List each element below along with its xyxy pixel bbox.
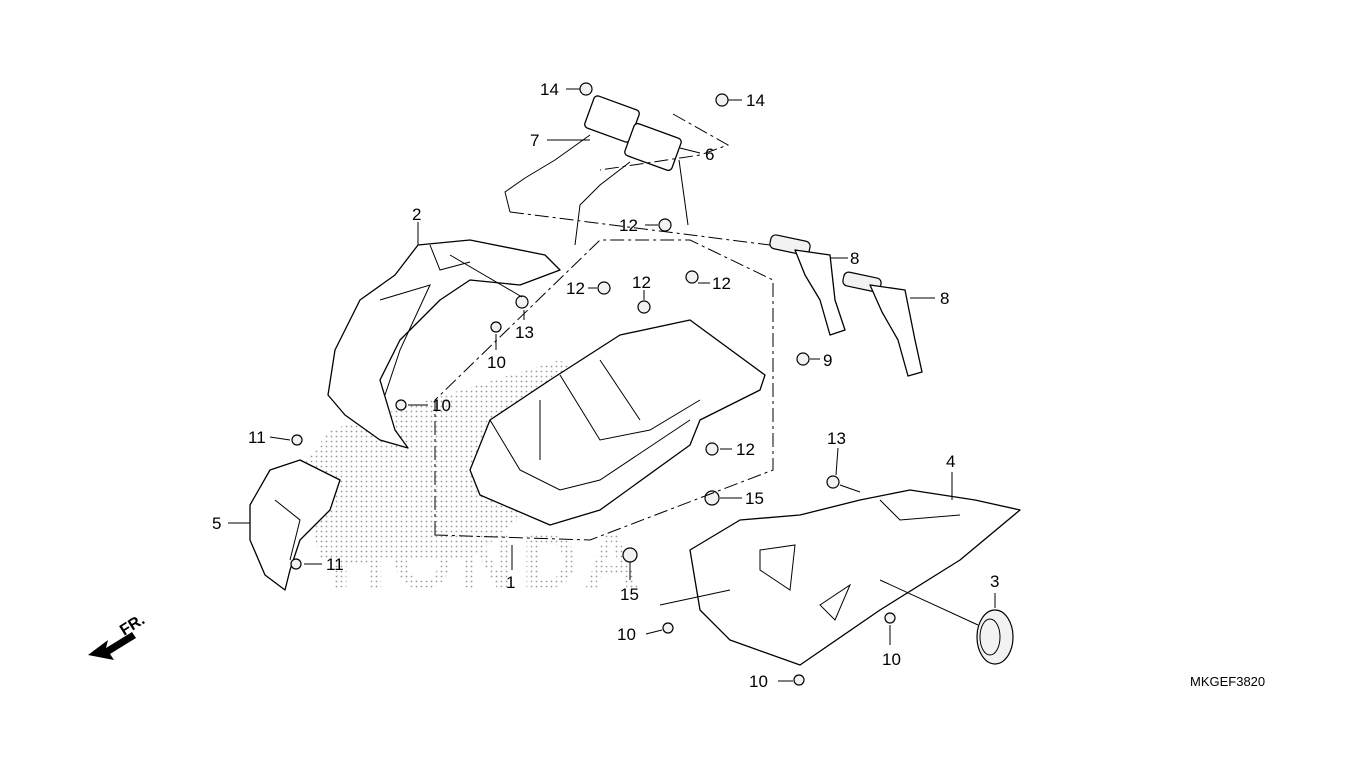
- callout-10: 10: [432, 396, 451, 415]
- collar-12d-icon: [685, 270, 699, 284]
- bolt-14b-icon: [715, 93, 729, 107]
- part-3-grommet: [976, 609, 1014, 665]
- callout-3: 3: [990, 572, 999, 591]
- clip-10d-icon: [884, 612, 896, 624]
- callout-1: 1: [506, 573, 515, 592]
- part-4-lower-fairing: [689, 489, 1021, 666]
- callout-12: 12: [632, 273, 651, 292]
- callout-9: 9: [823, 351, 832, 370]
- part-8-spark-plug-cap: [769, 234, 846, 336]
- clip-10a-icon: [490, 321, 502, 333]
- callout-12: 12: [712, 274, 731, 293]
- callout-12: 12: [566, 279, 585, 298]
- callout-6: 6: [705, 145, 714, 164]
- leader-lines: [228, 88, 996, 682]
- clip-10e-icon: [793, 674, 805, 686]
- callout-10: 10: [617, 625, 636, 644]
- callout-12: 12: [736, 440, 755, 459]
- clip-10c-icon: [662, 622, 674, 634]
- assembly-line-frame: [434, 239, 774, 541]
- bolt-13a-icon: [515, 295, 529, 309]
- direction-label: FR.: [117, 611, 148, 639]
- callout-10: 10: [749, 672, 768, 691]
- collar-12e-icon: [705, 442, 719, 456]
- callout-8: 8: [940, 289, 949, 308]
- callout-8: 8: [850, 249, 859, 268]
- callout-15: 15: [745, 489, 764, 508]
- grommet-15b-icon: [622, 547, 638, 563]
- clip-10b-icon: [395, 399, 407, 411]
- callout-12: 12: [619, 216, 638, 235]
- callout-10: 10: [882, 650, 901, 669]
- part-1-under-tray: [469, 319, 766, 526]
- screw-9-icon: [796, 352, 810, 366]
- callout-10: 10: [487, 353, 506, 372]
- screw-11a-icon: [291, 434, 303, 446]
- front-direction-arrow-icon: FR.: [88, 611, 148, 660]
- screw-11b-icon: [290, 558, 302, 570]
- bolt-14a-icon: [579, 82, 593, 96]
- callout-14: 14: [540, 80, 559, 99]
- assembly-line-plug: [509, 211, 771, 246]
- callout-11: 11: [326, 555, 344, 574]
- collar-12b-icon: [597, 281, 611, 295]
- part-7-ignition-coil: [504, 95, 640, 213]
- callout-13: 13: [827, 429, 846, 448]
- part-2-upper-cover: [327, 239, 561, 449]
- collar-12c-icon: [637, 300, 651, 314]
- part-8-spark-plug-cap-b: [842, 271, 923, 377]
- diagram-code: MKGEF3820: [1190, 674, 1265, 689]
- callout-14: 14: [746, 91, 765, 110]
- bolt-13b-icon: [826, 475, 840, 489]
- callout-11: 11: [248, 428, 266, 447]
- callout-4: 4: [946, 452, 955, 471]
- part-5-side-bracket: [249, 459, 341, 591]
- collar-12a-icon: [658, 218, 672, 232]
- callout-2: 2: [412, 205, 421, 224]
- callout-7: 7: [530, 131, 539, 150]
- assembly-line-coil: [599, 113, 730, 171]
- callout-13: 13: [515, 323, 534, 342]
- callout-15: 15: [620, 585, 639, 604]
- watermark-honda: HONDA: [330, 517, 646, 605]
- part-6-ignition-coil: [574, 122, 682, 246]
- callout-labels: 14 14 7 6 2 13 10 10 11 5 11 12 12 12 12…: [212, 80, 999, 691]
- callout-5: 5: [212, 514, 221, 533]
